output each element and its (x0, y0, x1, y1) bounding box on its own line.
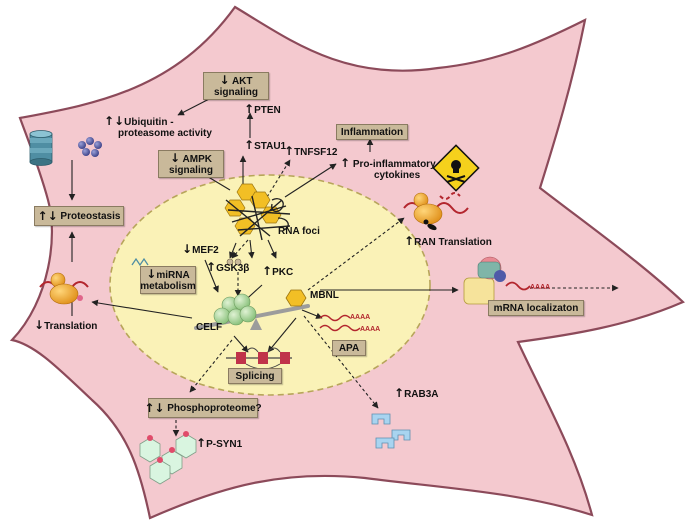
gsk3b-arrow: ↑ (206, 260, 217, 274)
mef2-label: ↓MEF2 (182, 242, 219, 256)
mirna-hairpin-icon (131, 257, 149, 267)
pten-label: ↑PTEN (244, 102, 281, 116)
inflammation-box: Inflammation (336, 124, 408, 140)
ups-label-line1: Ubiquitin - (124, 117, 174, 128)
rna-foci-label: RNA foci (278, 226, 320, 237)
phosphoproteome-box: ↑↓ Phosphoproteome? (144, 398, 262, 418)
ups-arrow: ↑↓ (104, 114, 125, 128)
celf-mbnl-seesaw (194, 289, 310, 330)
phosphoproteome-label: Phosphoproteome? (167, 402, 262, 414)
pten-text: PTEN (254, 105, 281, 116)
apa-rna-waves (319, 314, 361, 332)
tnfsf12-arrow: ↑ (284, 144, 295, 158)
akt-label-line1: AKT (231, 75, 253, 87)
stau1-text: STAU1 (254, 141, 287, 152)
ran-translation-label: ↑RAN Translation (404, 234, 492, 248)
stau1-label: ↑STAU1 (244, 138, 287, 152)
psyn1-text: P-SYN1 (206, 439, 243, 450)
ran-text: RAN Translation (414, 237, 492, 248)
ampk-arrow: ↓ (170, 150, 181, 165)
stau1-arrow: ↑ (244, 138, 255, 152)
inflammation-label: Inflammation (340, 126, 404, 138)
dashed-arrows (172, 159, 619, 437)
ubiquitin-icon (78, 137, 102, 157)
polya-tail-1: AAAA (350, 314, 371, 321)
mrna-localization-box: mRNA localizaton (488, 300, 584, 316)
psyn1-label: ↑P-SYN1 (196, 436, 243, 450)
proteostasis-arrow: ↑↓ (37, 208, 58, 223)
mef2-arrow: ↓ (182, 242, 193, 256)
polya-tail-3: AAAA (530, 284, 551, 291)
pkc-text: PKC (272, 267, 294, 278)
mef2-text: MEF2 (192, 245, 219, 256)
mrna-localization-complex (463, 256, 531, 305)
ran-arrow: ↑ (404, 234, 415, 248)
rab3a-label: ↑RAB3A (394, 386, 439, 400)
cytokines-arrow: ↑ (340, 156, 351, 170)
rab3a-text: RAB3A (404, 389, 439, 400)
ubiquitin-proteasome-label: ↑↓Ubiquitin - proteasome activity (104, 114, 212, 139)
cytokines-label-line2: cytokines (374, 170, 421, 181)
ran-ribosome-icon (403, 192, 469, 231)
akt-label-line2: signaling (214, 86, 258, 98)
splicing-box: Splicing (228, 368, 282, 384)
splicing-label: Splicing (235, 370, 275, 382)
mirna-arrow: ↓ (146, 266, 157, 281)
tnfsf12-label: ↑TNFSF12 (284, 144, 338, 158)
ups-label-line2: proteasome activity (118, 128, 212, 139)
phospho-arrow: ↑↓ (144, 400, 165, 415)
rab3a-arrow: ↑ (394, 386, 405, 400)
mirna-metabolism-box: ↓miRNA metabolism (140, 266, 196, 294)
translation-arrow: ↓ (34, 318, 45, 332)
proteostasis-box: ↑↓ Proteostasis (34, 206, 124, 226)
gsk3b-label: ↑GSK3β (206, 260, 250, 274)
cytokines-label-line1: Pro-inflammatory (352, 159, 436, 170)
mirna-label-line2: metabolism (140, 280, 196, 292)
splicing-schematic (226, 347, 292, 370)
proteostasis-label: Proteostasis (60, 210, 121, 222)
translation-text: Translation (44, 321, 98, 332)
tnfsf12-text: TNFSF12 (294, 147, 338, 158)
psyn1-arrow: ↑ (196, 436, 207, 450)
ribosome-translation-icon (39, 272, 89, 305)
mirna-label-line1: miRNA (156, 269, 190, 281)
polya-tail-2: AAAA (360, 326, 381, 333)
toxic-warning-icon (432, 144, 480, 192)
apa-box: APA (332, 340, 366, 356)
rna-foci-icon (224, 183, 291, 241)
celf-label: CELF (196, 322, 223, 333)
rab3a-icon (371, 413, 411, 449)
cytokines-label: ↑ Pro-inflammatory cytokines (340, 156, 436, 181)
akt-arrow: ↓ (219, 72, 230, 87)
kinase-dots (226, 258, 242, 266)
syn1-hexagons-icon (139, 431, 197, 485)
akt-signaling-box: ↓ AKT signaling (203, 72, 269, 100)
mrna-localization-label: mRNA localizaton (493, 302, 579, 314)
apa-label: APA (338, 342, 360, 354)
mbnl-label: MBNL (310, 290, 339, 301)
proteasome-icon (29, 130, 53, 166)
gsk3b-text: GSK3β (216, 263, 250, 274)
ampk-label-line1: AMPK (182, 153, 212, 165)
pten-arrow: ↑ (244, 102, 255, 116)
pkc-label: ↑PKC (262, 264, 294, 278)
pkc-arrow: ↑ (262, 264, 273, 278)
ampk-label-line2: signaling (169, 164, 213, 176)
ampk-signaling-box: ↓ AMPK signaling (158, 150, 224, 178)
translation-label: ↓Translation (34, 318, 98, 332)
